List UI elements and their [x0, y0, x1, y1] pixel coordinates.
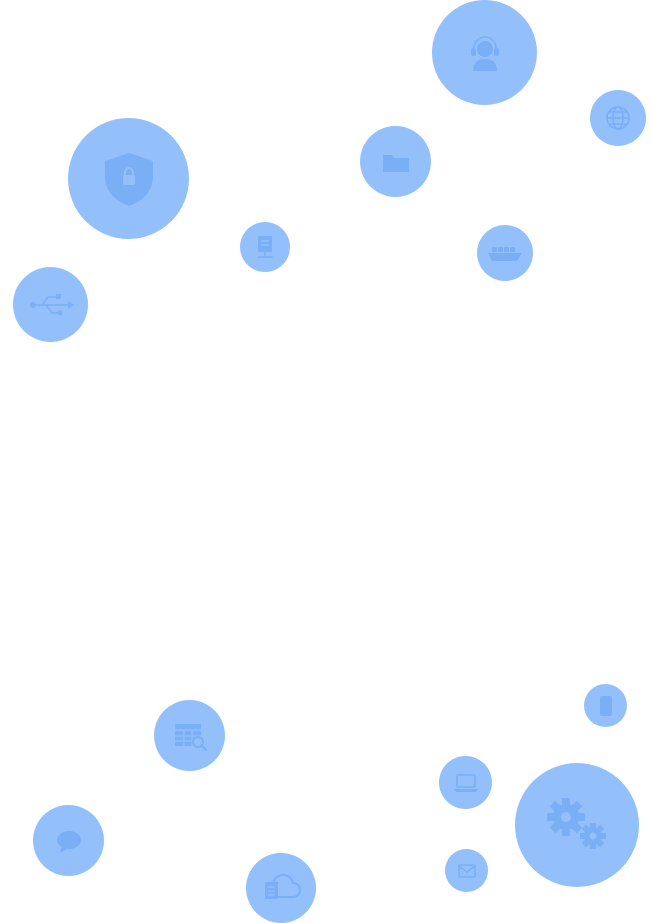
bubble-gears [515, 763, 639, 887]
bubble-chat [33, 805, 104, 876]
usb-icon [29, 293, 74, 315]
globe-icon [606, 106, 630, 130]
cargo-ship-icon [488, 247, 522, 261]
bubble-headset [432, 0, 537, 105]
cloud-document-icon [265, 873, 301, 899]
mail-icon [457, 863, 476, 878]
folder-icon [382, 154, 409, 172]
bubble-globe [590, 90, 646, 146]
chat-bubble-icon [56, 830, 81, 853]
headset-agent-icon [470, 35, 499, 71]
shield-lock-icon [104, 152, 153, 206]
mobile-phone-icon [599, 695, 612, 716]
bubble-laptop [439, 756, 492, 809]
calendar-search-icon [174, 723, 207, 751]
bubble-usb [13, 267, 88, 342]
gears-icon [547, 798, 606, 849]
bubble-server [240, 222, 290, 272]
bubble-mail [445, 849, 488, 892]
bubble-shield [68, 118, 189, 239]
bubble-phone [584, 684, 627, 727]
bubble-calendar [154, 700, 225, 771]
bubble-ship [477, 225, 533, 281]
laptop-icon [453, 773, 478, 792]
server-icon [257, 236, 273, 258]
bubble-folder [360, 126, 431, 197]
bubble-cloud [246, 853, 316, 923]
